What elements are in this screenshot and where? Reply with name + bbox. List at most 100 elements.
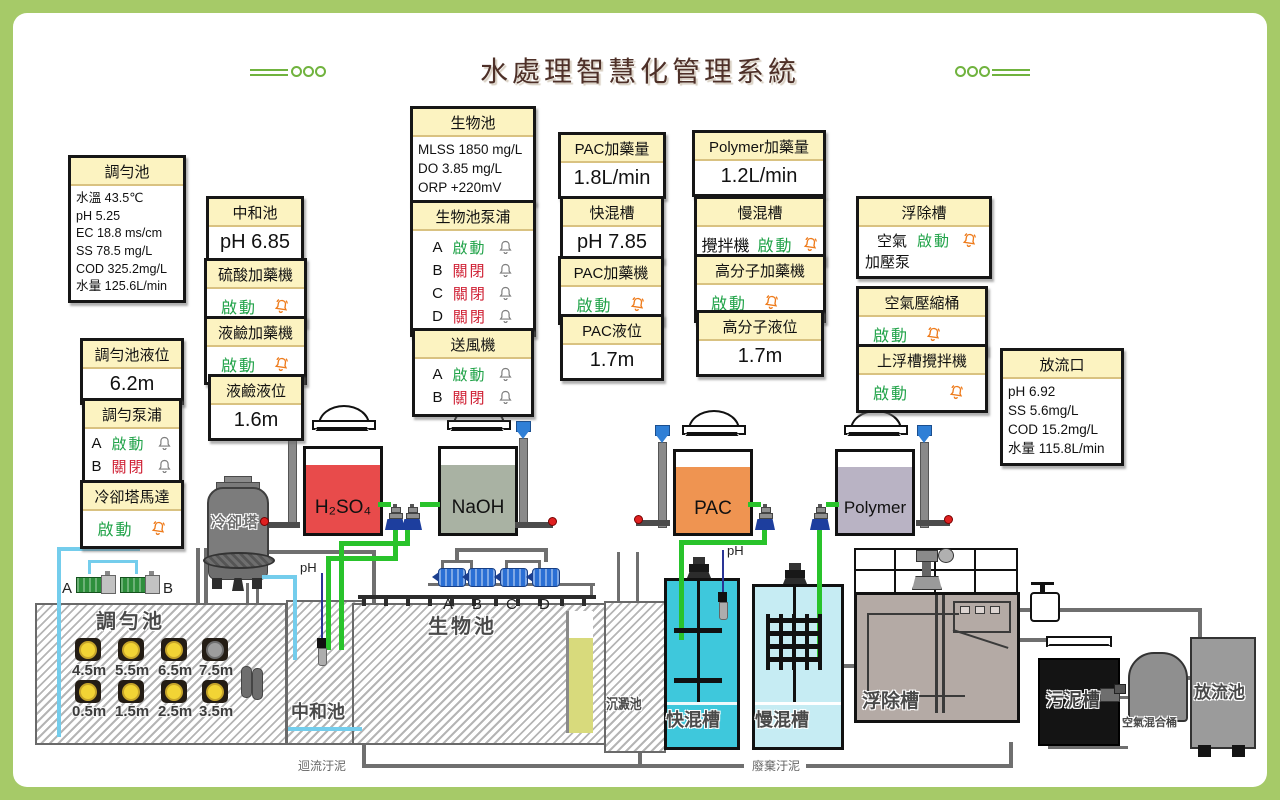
panel-outfall: 放流口 pH 6.92 SS 5.6mg/L COD 15.2mg/L 水量 1… bbox=[1000, 348, 1124, 466]
bell-icon[interactable] bbox=[497, 389, 514, 406]
reading: DO 3.85 mg/L bbox=[418, 160, 503, 176]
valve-dot[interactable] bbox=[634, 515, 643, 524]
bio-basin-label: 生物池 bbox=[428, 616, 497, 638]
panel-rapid-mix: 快混槽 pH 7.85 bbox=[560, 196, 664, 263]
lamp-label: 6.5m bbox=[158, 662, 193, 679]
panel-title: 中和池 bbox=[209, 199, 301, 227]
blower-b[interactable] bbox=[462, 568, 496, 587]
dosing-pump-pac[interactable] bbox=[755, 504, 775, 530]
level-lamp-4-5m[interactable] bbox=[75, 638, 101, 661]
level-lamp-3-5m[interactable] bbox=[202, 680, 228, 703]
transfer-pump-a[interactable] bbox=[76, 571, 116, 594]
dosing-pump-polymer[interactable] bbox=[810, 504, 830, 530]
pressure-pump-label: 加壓泵 bbox=[865, 254, 911, 271]
valve-stem bbox=[1040, 584, 1045, 593]
blower-d[interactable] bbox=[526, 568, 560, 587]
ph-probe-body bbox=[719, 602, 728, 620]
pump-status: 關閉 bbox=[452, 263, 487, 280]
pipe-gray bbox=[204, 548, 208, 608]
cooling-tower-body[interactable] bbox=[207, 487, 269, 561]
panel-title: 調勻池 bbox=[71, 158, 183, 186]
reading: COD 15.2mg/L bbox=[1008, 421, 1099, 437]
panel-polymer-dose-rate: Polymer加藥量 1.2L/min bbox=[692, 130, 826, 197]
transfer-pump-b[interactable] bbox=[120, 571, 160, 594]
alarm-bell-icon[interactable] bbox=[800, 234, 819, 253]
skimmer-stem bbox=[922, 562, 931, 576]
panel-pac-level: PAC液位 1.7m bbox=[560, 314, 664, 381]
panel-title: 冷卻塔馬達 bbox=[83, 483, 181, 511]
alarm-bell-icon[interactable] bbox=[272, 354, 291, 373]
alarm-bell-icon[interactable] bbox=[272, 296, 291, 315]
pipe-green bbox=[339, 541, 344, 650]
reading: EC 18.8 ms/cm bbox=[76, 226, 163, 241]
alarm-bell-icon[interactable] bbox=[148, 518, 167, 537]
pipe-gray bbox=[638, 746, 642, 768]
alarm-bell-icon[interactable] bbox=[627, 294, 646, 313]
level-sensor-pole bbox=[920, 442, 929, 528]
level-lamp-7-5m[interactable] bbox=[202, 638, 228, 661]
alarm-bell-icon[interactable] bbox=[960, 231, 979, 250]
level-lamp-1-5m[interactable] bbox=[118, 680, 144, 703]
level-value: 1.7m bbox=[737, 345, 783, 367]
blower-a[interactable] bbox=[432, 568, 466, 587]
valve-body[interactable] bbox=[1030, 592, 1060, 622]
pipe-gray bbox=[1048, 746, 1128, 749]
lamp-label: 4.5m bbox=[72, 662, 107, 679]
bell-icon[interactable] bbox=[156, 435, 173, 452]
blower-id: B bbox=[432, 389, 443, 406]
lamp-label: 0.5m bbox=[72, 703, 107, 720]
pump-status: 關閉 bbox=[452, 309, 487, 326]
pole-foot bbox=[515, 522, 553, 528]
pipe-gray bbox=[362, 738, 366, 766]
alarm-bell-icon[interactable] bbox=[762, 292, 781, 311]
bell-icon[interactable] bbox=[497, 308, 514, 325]
status: 啟動 bbox=[917, 233, 952, 250]
bell-icon[interactable] bbox=[497, 366, 514, 383]
skimmer-motor[interactable] bbox=[916, 550, 938, 562]
pipe-green bbox=[420, 502, 440, 507]
valve-handle[interactable] bbox=[1031, 582, 1054, 585]
level-lamp-5-5m[interactable] bbox=[118, 638, 144, 661]
valve-dot[interactable] bbox=[944, 515, 953, 524]
pipe-gray bbox=[441, 560, 444, 572]
tank-shoulder bbox=[673, 432, 751, 452]
status: 啟動 bbox=[220, 300, 257, 317]
panel-neutralization: 中和池 pH 6.85 bbox=[206, 196, 304, 263]
pipe-cyan bbox=[88, 560, 138, 563]
blower-c[interactable] bbox=[494, 568, 528, 587]
decor-ring bbox=[979, 66, 990, 77]
bell-icon[interactable] bbox=[497, 239, 514, 256]
panel-air-compressor: 空氣壓縮桶 啟動 bbox=[856, 286, 988, 355]
pump-b-label: B bbox=[163, 580, 174, 597]
decor-ring bbox=[955, 66, 966, 77]
blower-status: 啟動 bbox=[452, 367, 487, 384]
valve-dot[interactable] bbox=[260, 517, 269, 526]
diffuser-bar bbox=[358, 595, 596, 599]
pipe-waste-sludge bbox=[806, 764, 1013, 768]
dosing-pump-h2so4[interactable] bbox=[385, 504, 405, 530]
bell-icon[interactable] bbox=[497, 285, 514, 302]
overflow-channel bbox=[569, 611, 593, 733]
tank-liquid bbox=[306, 465, 380, 533]
panel-title: 液鹼加藥機 bbox=[207, 319, 304, 347]
status: 啟動 bbox=[711, 296, 748, 313]
tank-label: H₂SO₄ bbox=[314, 497, 372, 518]
bell-icon[interactable] bbox=[156, 458, 173, 475]
bell-icon[interactable] bbox=[497, 262, 514, 279]
pipe-gray bbox=[636, 552, 639, 640]
level-lamp-0-5m[interactable] bbox=[75, 680, 101, 703]
pipe-cyan bbox=[57, 547, 61, 737]
level-lamp-6-5m[interactable] bbox=[161, 638, 187, 661]
equalization-basin-label: 調勻池 bbox=[96, 611, 165, 633]
valve-dot[interactable] bbox=[548, 517, 557, 526]
level-sensor-pole bbox=[288, 438, 297, 528]
discharge-tank-leg bbox=[1232, 745, 1245, 757]
alarm-bell-icon[interactable] bbox=[947, 382, 966, 401]
dosing-pump-naoh[interactable] bbox=[402, 504, 422, 530]
panel-sulfuric-doser: 硫酸加藥機 啟動 bbox=[204, 258, 307, 327]
blower-label: A bbox=[443, 596, 454, 613]
alarm-bell-icon[interactable] bbox=[924, 324, 943, 343]
level-lamp-2-5m[interactable] bbox=[161, 680, 187, 703]
